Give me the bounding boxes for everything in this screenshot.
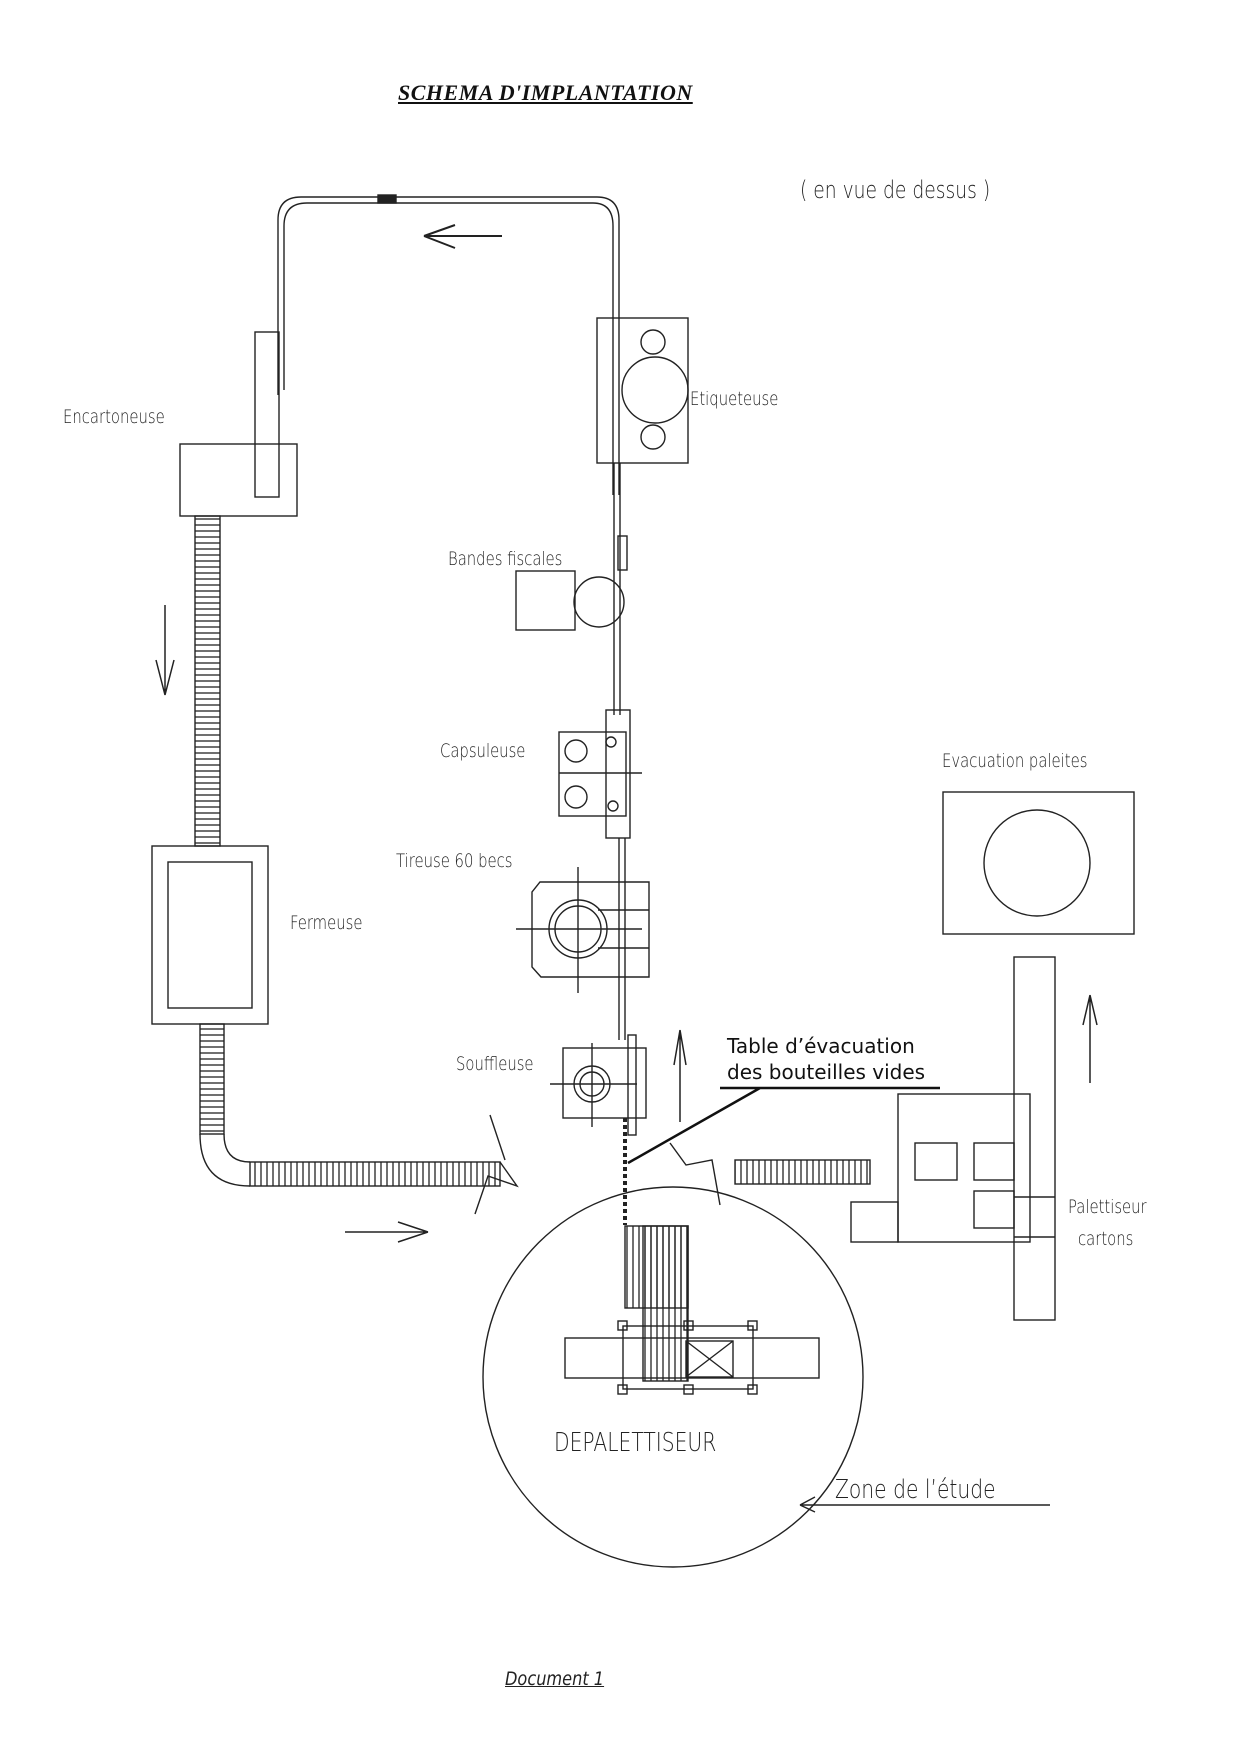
left-conveyor-upper: [194, 515, 221, 847]
pallet-position: [685, 1340, 734, 1378]
zone-etude-circle: [482, 1186, 864, 1568]
conveyor-bend: [199, 1133, 251, 1187]
zone-arrow: [799, 1496, 1050, 1513]
label-encartoneuse: Encartoneuse: [63, 406, 165, 428]
encartoneuse-box: [179, 443, 298, 517]
flow-arrow-up-right: [1082, 994, 1098, 1083]
souffleuse-box: [562, 1047, 647, 1119]
callout-table-line1: Table d’évacuation: [727, 1034, 915, 1058]
label-evacuation-palettes: Evacuation paleites: [942, 750, 1088, 772]
callout-table-line2: des bouteilles vides: [727, 1060, 926, 1084]
palettiseur-box: [897, 1093, 1031, 1243]
table-callout-leader: [627, 1086, 940, 1165]
label-bandes-fiscales: Bandes fiscales: [448, 548, 563, 570]
flow-arrow-up-center: [673, 1029, 687, 1122]
label-tireuse: Tireuse 60 becs: [396, 850, 513, 872]
label-capsuleuse: Capsuleuse: [440, 740, 526, 762]
depal-conveyor: [564, 1337, 820, 1379]
page-title: SCHEMA D'IMPLANTATION: [398, 80, 693, 105]
fermeuse-outer: [151, 845, 269, 1025]
fermeuse-inner: [167, 861, 253, 1009]
view-note: ( en vue de dessus ): [800, 176, 991, 204]
evacuation-palettes-box: [942, 791, 1135, 935]
flow-arrow-down: [155, 605, 175, 696]
left-conveyor-lower: [199, 1023, 225, 1135]
bandes-fiscales-box: [515, 570, 576, 631]
capsuleuse-feed: [605, 709, 631, 839]
label-palettiseur: Palettiseur: [1068, 1196, 1147, 1218]
right-conveyor: [734, 1159, 871, 1185]
etiqueteuse-drum: [621, 356, 689, 424]
conveyor-break: [474, 1161, 519, 1215]
flow-arrow-right: [345, 1221, 429, 1243]
etiqueteuse-small-top: [640, 329, 666, 355]
pallet-conveyor: [1013, 956, 1056, 1321]
label-cartons: cartons: [1078, 1228, 1134, 1250]
label-depalettiseur: DEPALETTISEUR: [554, 1428, 717, 1458]
etiqueteuse-small-bottom: [640, 424, 666, 450]
conveyor-break-right: [669, 1142, 721, 1206]
evacuation-palettes-circle: [983, 809, 1091, 917]
return-conveyor-outer: [277, 196, 620, 495]
bandes-fiscales-drum: [573, 576, 625, 628]
capsuleuse-box: [558, 731, 627, 817]
document-label: Document 1: [505, 1668, 605, 1690]
tireuse-body: [531, 881, 650, 978]
return-conveyor-inner: [283, 202, 614, 495]
flow-arrow-left: [423, 224, 502, 249]
label-etiqueteuse: Etiqueteuse: [690, 388, 779, 410]
callout-zone-etude: Zone de l’étude: [835, 1475, 996, 1505]
label-souffleuse: Souffleuse: [456, 1053, 534, 1075]
conveyor-marker: [377, 194, 397, 204]
encartoneuse-feed: [254, 331, 280, 498]
bottom-conveyor: [249, 1161, 501, 1187]
label-fermeuse: Fermeuse: [290, 912, 363, 934]
